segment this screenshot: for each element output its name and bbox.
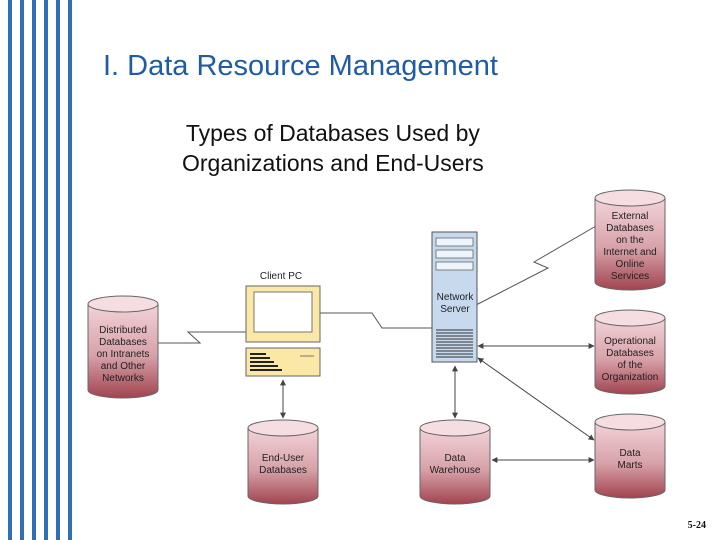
pc-screen: [254, 292, 312, 332]
server-label-2: Server: [440, 304, 470, 315]
cylinder-operational: Operational Databases of the Organizatio…: [595, 310, 665, 394]
external-label-5: Online: [616, 259, 645, 270]
server-label-1: Network: [437, 292, 475, 303]
end-user-label-1: End-User: [262, 453, 305, 464]
link-server-external: [476, 226, 596, 305]
warehouse-label-2: Warehouse: [430, 465, 481, 476]
external-label-2: Databases: [606, 223, 654, 234]
cylinder-external: External Databases on the Internet and O…: [595, 190, 665, 290]
operational-label-2: Databases: [606, 348, 654, 359]
cylinder-end-user: End-User Databases: [248, 420, 318, 504]
client-pc: Client PC: [246, 271, 320, 376]
distributed-label-2: Databases: [99, 337, 147, 348]
network-links: [158, 226, 596, 343]
arrow-server-datamarts: [478, 358, 594, 440]
cylinder-data-marts: Data Marts: [595, 414, 665, 498]
cylinder-data-warehouse: Data Warehouse: [420, 420, 490, 504]
link-pc-server: [320, 313, 432, 328]
operational-label-3: of the: [617, 360, 642, 371]
distributed-label-4: and Other: [101, 361, 146, 372]
operational-label-1: Operational: [604, 336, 656, 347]
distributed-label-3: on Intranets: [97, 349, 150, 360]
network-server: Network Server: [432, 232, 477, 362]
operational-label-4: Organization: [602, 372, 659, 383]
external-label-4: Internet and: [603, 247, 656, 258]
distributed-label-5: Networks: [102, 373, 144, 384]
page-number: 5-24: [688, 520, 706, 531]
external-label-3: on the: [616, 235, 644, 246]
external-label-6: Services: [611, 271, 649, 282]
link-distributed-pc: [158, 332, 246, 343]
data-marts-label-1: Data: [619, 448, 641, 459]
external-label-1: External: [612, 211, 649, 222]
client-pc-label: Client PC: [260, 271, 302, 282]
data-marts-label-2: Marts: [618, 460, 643, 471]
distributed-label-1: Distributed: [99, 325, 147, 336]
end-user-label-2: Databases: [259, 465, 307, 476]
cylinder-distributed: Distributed Databases on Intranets and O…: [88, 296, 158, 398]
warehouse-label-1: Data: [444, 453, 466, 464]
